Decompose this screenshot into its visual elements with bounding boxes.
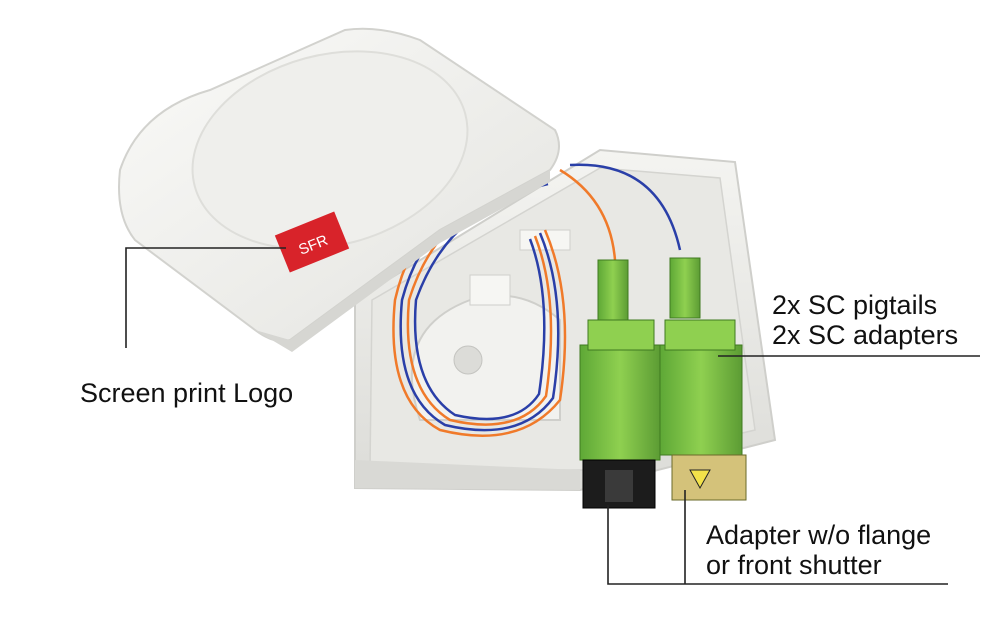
leader-line-logo: [125, 247, 286, 348]
leader-line-adapter: [607, 505, 948, 585]
box-lid: [118, 27, 560, 352]
sc-adapters-label: 2x SC adapters: [772, 320, 959, 350]
adapter-shutter-label: or front shutter: [706, 550, 882, 580]
adapter-flange-label: Adapter w/o flange: [706, 520, 932, 550]
brand-logo: SFR: [274, 211, 350, 273]
logo-label-text: Screen print Logo: [80, 378, 294, 408]
sc-pigtails-label: 2x SC pigtails: [772, 290, 938, 320]
logo-callout-label: Screen print Logo: [80, 378, 293, 408]
sc-callout-label: 2x SC pigtails 2x SC adapters: [772, 290, 958, 350]
callout-lines: [125, 247, 980, 585]
sc-adapter-left: [579, 259, 661, 509]
adapter-callout-label: Adapter w/o flange or front shutter: [706, 520, 931, 580]
